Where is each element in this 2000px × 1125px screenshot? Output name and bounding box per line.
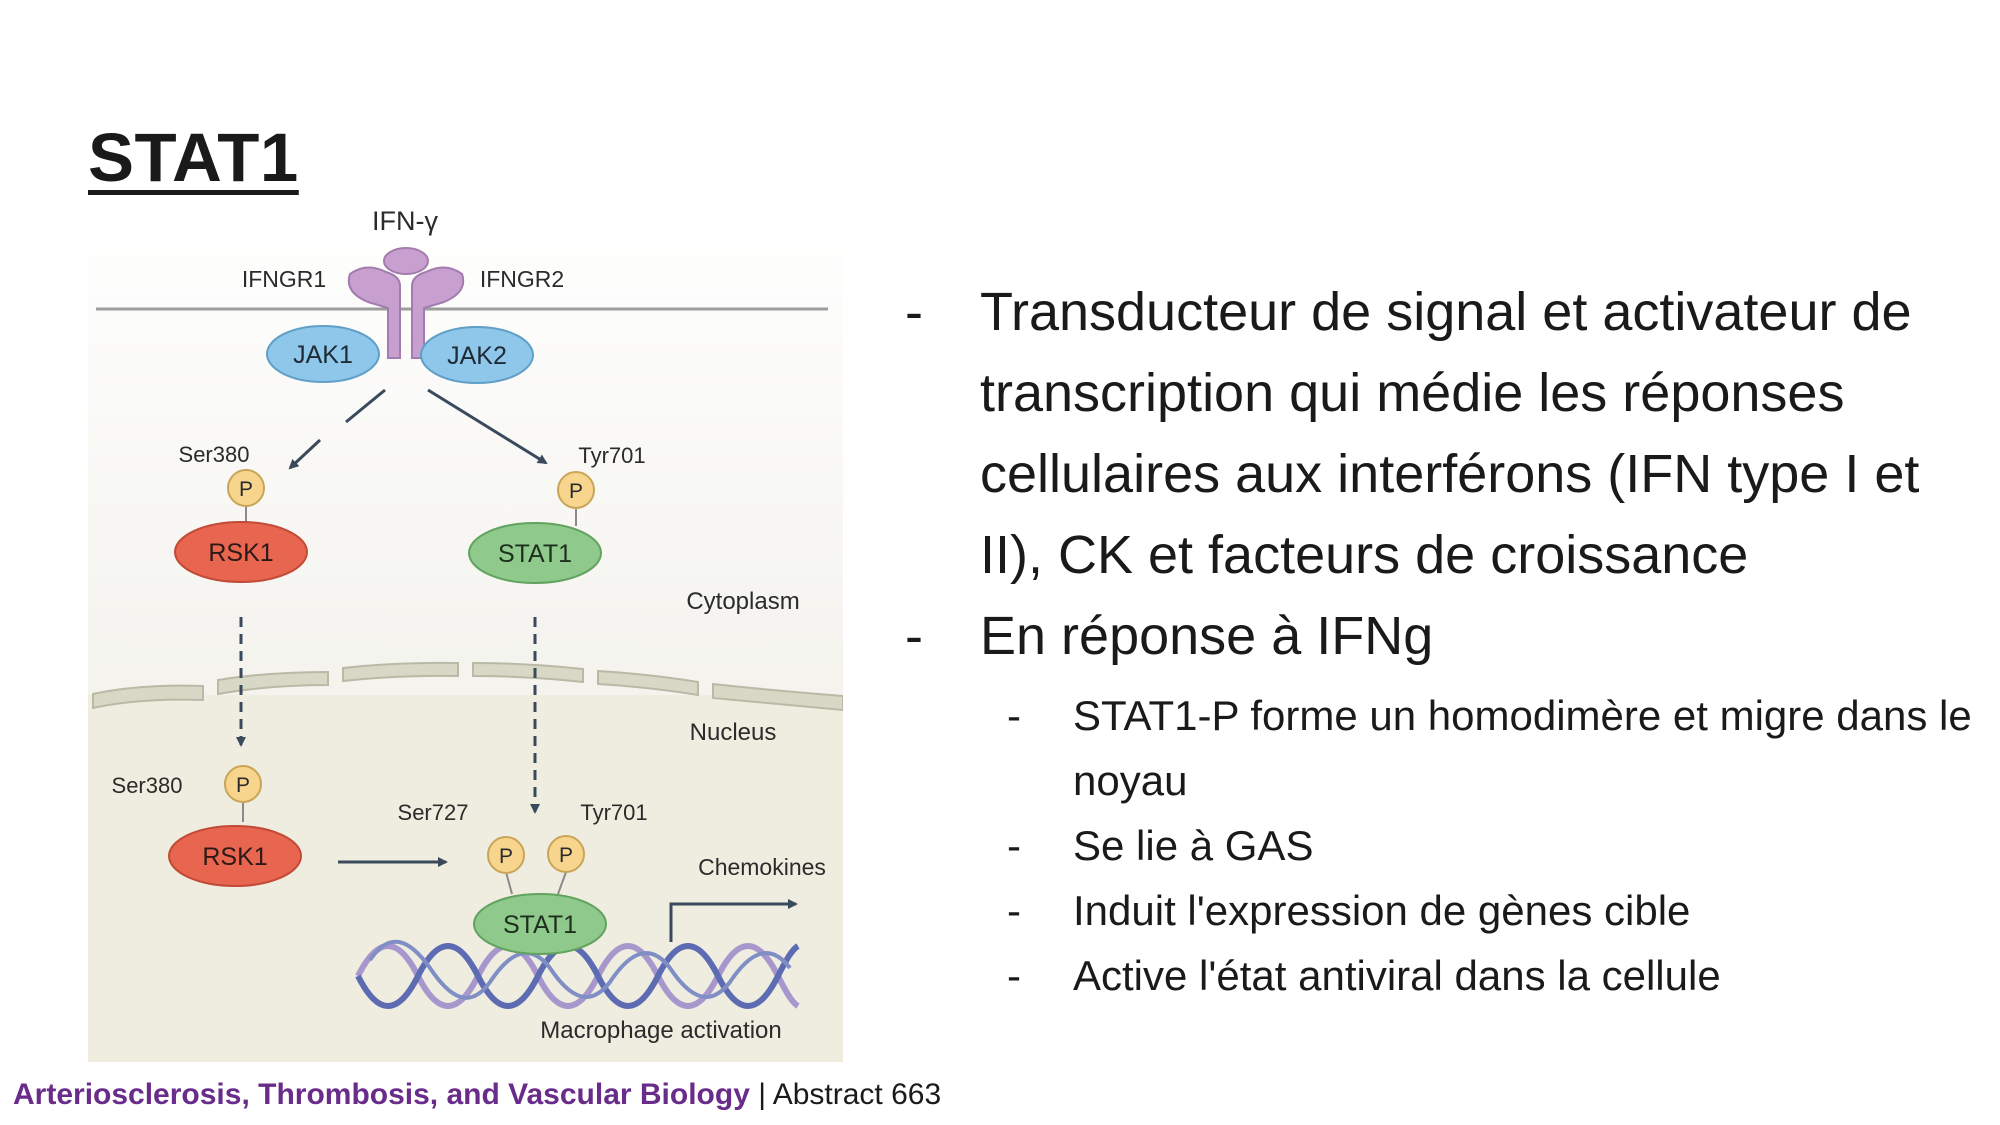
bullet-list: - Transducteur de signal et activateur d… xyxy=(905,272,1975,1008)
sub-bullet-item: - Se lie à GAS xyxy=(1007,813,1975,878)
sub-bullet-text: STAT1-P forme un homodimère et migre dan… xyxy=(1073,692,1972,804)
bullet-dash: - xyxy=(905,606,923,666)
transcription-start-arrow xyxy=(669,899,798,942)
rsk1-nuc-node xyxy=(168,825,302,887)
phospho-label: P xyxy=(239,478,253,501)
stat1-nuc-label: STAT1 xyxy=(503,911,577,939)
stat1-cyto-label: STAT1 xyxy=(498,540,572,568)
stat1-cyto-node xyxy=(468,522,602,584)
sub-bullet-item: - Induit l'expression de gènes cible xyxy=(1007,878,1975,943)
sub-bullet-dash: - xyxy=(1007,692,1021,739)
phospho-label: P xyxy=(499,845,513,868)
citation-abstract: | Abstract 663 xyxy=(749,1078,942,1111)
ifngr1-label: IFNGR1 xyxy=(242,266,326,292)
figure-citation: Arteriosclerosis, Thrombosis, and Vascul… xyxy=(13,1078,941,1112)
activation-arrows xyxy=(288,388,548,470)
sub-bullet-item: - STAT1-P forme un homodimère et migre d… xyxy=(1007,683,1975,813)
tyr701-label-nuc: Tyr701 xyxy=(580,800,647,825)
nuclear-envelope xyxy=(92,661,843,712)
bullet-item: - En réponse à IFNg xyxy=(905,596,1975,677)
citation-journal: Arteriosclerosis, Thrombosis, and Vascul… xyxy=(13,1078,750,1111)
phospho-label: P xyxy=(236,774,250,797)
slide-title: STAT1 xyxy=(88,119,299,196)
chemokines-label: Chemokines xyxy=(698,854,826,880)
rsk1-cyto-node xyxy=(174,521,308,583)
phospho-ser380-cyto xyxy=(227,469,265,507)
sub-bullet-dash: - xyxy=(1007,887,1021,934)
translocation-arrows xyxy=(236,617,540,814)
rsk1-nuc-label: RSK1 xyxy=(202,843,267,871)
phospho-ser380-nuc xyxy=(224,765,262,803)
tyr701-label-cyto: Tyr701 xyxy=(578,443,645,468)
bullet-text: Transducteur de signal et activateur de … xyxy=(980,282,1920,585)
nucleus-label: Nucleus xyxy=(690,719,777,746)
phospho-label: P xyxy=(559,844,573,867)
bullet-text: En réponse à IFNg xyxy=(980,606,1434,666)
jak2-label: JAK2 xyxy=(447,342,507,370)
sub-bullet-dash: - xyxy=(1007,822,1021,869)
jak2-node xyxy=(420,326,534,384)
phospho-tyr701-cyto xyxy=(557,471,595,509)
sub-bullet-text: Se lie à GAS xyxy=(1073,822,1314,869)
cytoplasm-label: Cytoplasm xyxy=(686,588,799,615)
rsk1-cyto-label: RSK1 xyxy=(208,539,273,567)
phospho-label: P xyxy=(569,480,583,503)
dna-double-helix xyxy=(355,939,800,1009)
phospho-tyr701-nuc xyxy=(547,835,585,873)
ser380-label-nuc: Ser380 xyxy=(112,773,183,798)
signaling-diagram: IFN-γ IFNGR1 IFNGR2 JAK1 JAK2 Ser380 P R… xyxy=(88,200,843,1062)
sub-bullet-text: Induit l'expression de gènes cible xyxy=(1073,887,1691,934)
jak1-node xyxy=(266,325,380,383)
ifn-gamma-ligand xyxy=(383,247,429,275)
sub-bullet-text: Active l'état antiviral dans la cellule xyxy=(1073,952,1721,999)
ifn-gamma-receptor xyxy=(347,266,465,359)
sub-bullet-list: - STAT1-P forme un homodimère et migre d… xyxy=(1007,683,1975,1008)
sub-bullet-dash: - xyxy=(1007,952,1021,999)
jak1-label: JAK1 xyxy=(293,341,353,369)
bullet-dash: - xyxy=(905,282,923,342)
macrophage-activation-label: Macrophage activation xyxy=(540,1017,781,1044)
bullet-item: - Transducteur de signal et activateur d… xyxy=(905,272,1975,596)
phospho-ser727-nuc xyxy=(487,836,525,874)
stat1-nuc-node xyxy=(473,893,607,955)
sub-bullet-item: - Active l'état antiviral dans la cellul… xyxy=(1007,943,1975,1008)
ser727-label: Ser727 xyxy=(398,800,469,825)
ifngr2-label: IFNGR2 xyxy=(480,266,564,292)
ser380-label-cyto: Ser380 xyxy=(179,442,250,467)
ifn-gamma-label: IFN-γ xyxy=(372,206,438,236)
